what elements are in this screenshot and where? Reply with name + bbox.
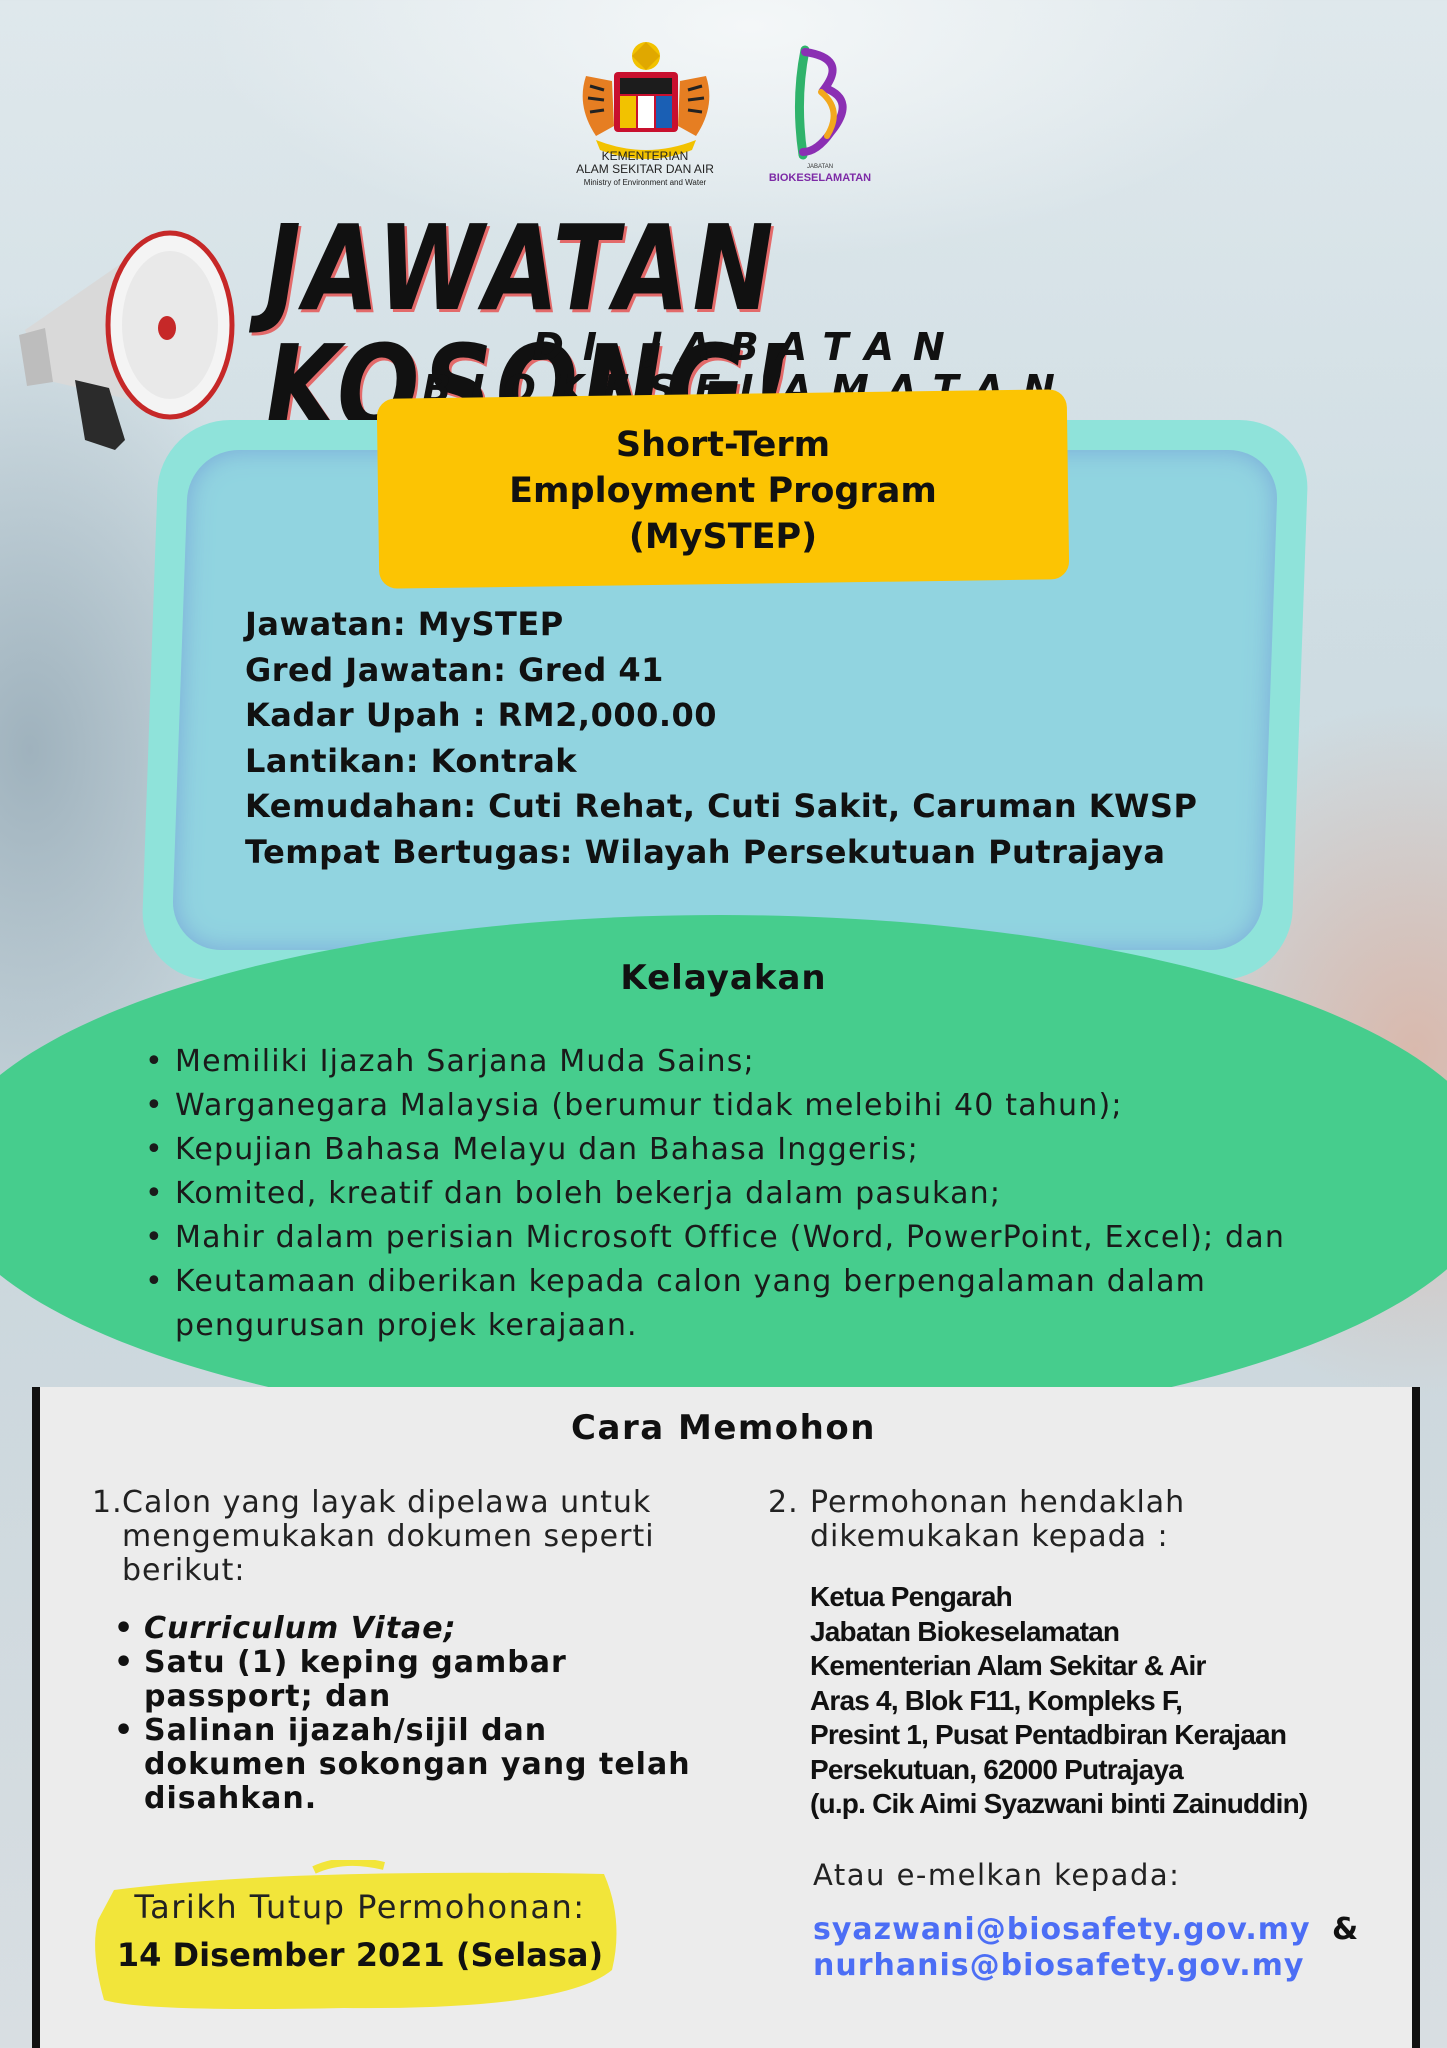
address-line: Aras 4, Blok F11, Kompleks F,: [810, 1684, 1183, 1716]
closing-date-value: 14 Disember 2021 (Selasa): [116, 1936, 604, 1974]
ministry-name-line1: KEMENTERIAN: [601, 149, 689, 163]
program-line2: Employment Program: [509, 471, 937, 511]
job-details: Jawatan: MySTEP Gred Jawatan: Gred 41 Ka…: [245, 602, 1245, 875]
detail-lantikan: Lantikan: Kontrak: [245, 741, 578, 780]
address-line: Presint 1, Pusat Pentadbiran Kerajaan: [810, 1719, 1287, 1750]
apply-step-2: 2. Permohonan hendaklah dikemukakan kepa…: [768, 1486, 1368, 1554]
email-joiner: &: [1331, 1912, 1360, 1947]
megaphone-icon: [19, 230, 235, 450]
address-line: (u.p. Cik Aimi Syazwani binti Zainuddin): [810, 1788, 1308, 1819]
ministry-name-line2: ALAM SEKITAR DAN AIR: [576, 162, 714, 176]
ministry-caption: KEMENTERIAN ALAM SEKITAR DAN AIR Ministr…: [555, 150, 735, 189]
ministry-name-en: Ministry of Environment and Water: [583, 178, 707, 187]
bio-logo-small-text: JABATAN: [806, 164, 834, 170]
program-name: Short-Term Employment Program (MySTEP): [378, 422, 1068, 560]
list-item: Curriculum Vitae;: [114, 1612, 708, 1647]
bio-logo-name: BIOKESELAMATAN: [768, 172, 872, 184]
email-addresses: syazwani@biosafety.gov.my & nurhanis@bio…: [813, 1912, 1413, 1984]
apply-step-1: 1. Calon yang layak dipelawa untuk menge…: [92, 1486, 692, 1588]
biosafety-logo-icon: [794, 45, 847, 160]
list-item: Keutamaan diberikan kepada calon yang be…: [145, 1260, 1325, 1348]
email-link-syazwani[interactable]: syazwani@biosafety.gov.my: [813, 1912, 1311, 1947]
list-item: Salinan ijazah/sijil dan dokumen sokonga…: [114, 1714, 708, 1816]
mailing-address: Ketua Pengarah Jabatan Biokeselamatan Ke…: [810, 1580, 1400, 1822]
step-number: 1.: [92, 1485, 123, 1520]
biosafety-caption: JABATAN BIOKESELAMATAN: [765, 162, 875, 184]
qualifications-list: Memiliki Ijazah Sarjana Muda Sains; Warg…: [145, 1040, 1325, 1348]
malaysia-crest-icon: [582, 42, 710, 159]
detail-jawatan: Jawatan: MySTEP: [245, 605, 564, 643]
required-documents-list: Curriculum Vitae; Satu (1) keping gambar…: [114, 1612, 708, 1816]
step-2-text: Permohonan hendaklah dikemukakan kepada …: [810, 1485, 1186, 1554]
list-item: Warganegara Malaysia (berumur tidak mele…: [145, 1084, 1325, 1128]
background-glow-top: [200, 0, 1300, 260]
list-item: Memiliki Ijazah Sarjana Muda Sains;: [145, 1040, 1325, 1084]
address-line: Persekutuan, 62000 Putrajaya: [810, 1753, 1184, 1785]
email-link-nurhanis[interactable]: nurhanis@biosafety.gov.my: [813, 1948, 1305, 1983]
address-line: Jabatan Biokeselamatan: [810, 1615, 1120, 1647]
address-line: Kementerian Alam Sekitar & Air: [810, 1650, 1206, 1681]
email-intro: Atau e-melkan kepada:: [813, 1858, 1181, 1892]
address-line: Ketua Pengarah: [810, 1581, 1013, 1612]
list-item: Mahir dalam perisian Microsoft Office (W…: [145, 1216, 1325, 1260]
detail-kadar-upah: Kadar Upah : RM2,000.00: [245, 696, 718, 734]
list-item: Satu (1) keping gambar passport; dan: [114, 1646, 708, 1714]
qualifications-title: Kelayakan: [620, 958, 827, 998]
list-item: Komited, kreatif dan boleh bekerja dalam…: [145, 1172, 1325, 1216]
step-1-text: Calon yang layak dipelawa untuk mengemuk…: [122, 1485, 655, 1588]
program-line1: Short-Term: [615, 425, 831, 465]
detail-gred: Gred Jawatan: Gred 41: [245, 650, 664, 689]
detail-kemudahan: Kemudahan: Cuti Rehat, Cuti Sakit, Carum…: [245, 787, 1198, 825]
closing-date-label: Tarikh Tutup Permohonan:: [134, 1888, 586, 1926]
highlight-brush-stroke: [95, 1860, 617, 2009]
list-item: Kepujian Bahasa Melayu dan Bahasa Ingger…: [145, 1128, 1325, 1172]
how-to-apply-title: Cara Memohon: [571, 1408, 876, 1448]
detail-tempat-bertugas: Tempat Bertugas: Wilayah Persekutuan Put…: [245, 832, 1166, 871]
step-number: 2.: [768, 1485, 799, 1520]
program-line3: (MySTEP): [628, 517, 818, 557]
